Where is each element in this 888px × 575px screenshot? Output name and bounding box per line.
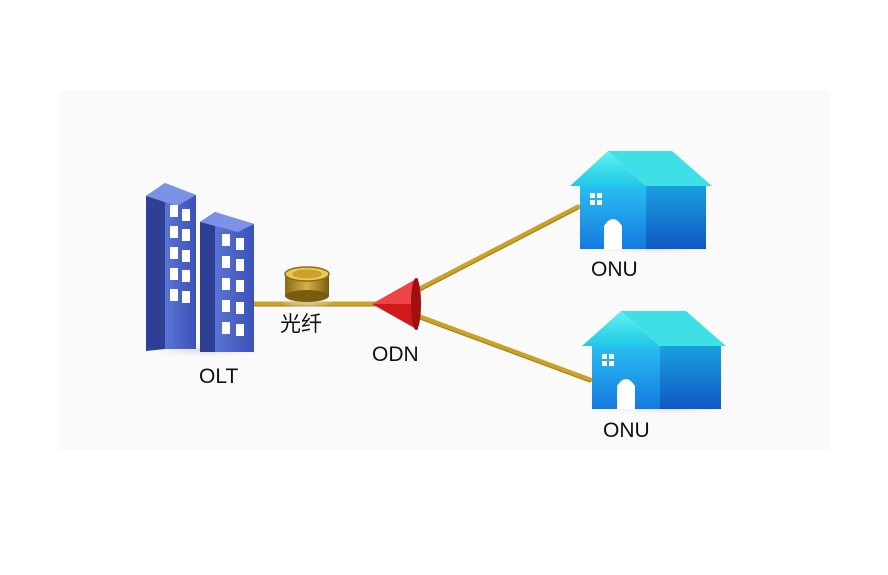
olt-building-icon: [130, 183, 280, 360]
odn-splitter-icon: [372, 278, 421, 330]
onu-top-label: ONU: [591, 258, 638, 281]
fiber-label: 光纤: [280, 313, 322, 336]
fiber-odn-to-onu-top: [409, 204, 581, 296]
onu-house-bottom-icon: [582, 311, 753, 416]
fiber-odn-to-onu-bottom: [409, 311, 593, 383]
odn-label: ODN: [372, 343, 419, 366]
olt-label: OLT: [199, 365, 238, 388]
fiber-spool-icon: [279, 266, 335, 308]
onu-house-top-icon: [570, 151, 740, 256]
onu-bottom-label: ONU: [603, 419, 650, 442]
